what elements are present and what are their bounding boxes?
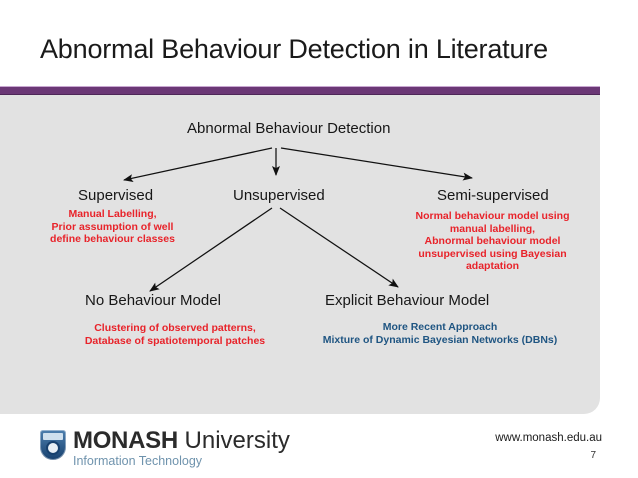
logo-secondary: University (184, 427, 290, 454)
logo-primary: MONASH (73, 427, 178, 454)
diagram-arrows (123, 147, 473, 292)
accent-bar (0, 86, 600, 95)
monash-crest-icon (40, 430, 66, 460)
content-panel (0, 95, 600, 414)
node-no-behaviour-model: No Behaviour Model (85, 292, 221, 309)
website-url: www.monash.edu.au (495, 432, 602, 444)
slide-footer: MONASH University Information Technology… (0, 414, 638, 478)
logo-subtitle: Information Technology (73, 454, 203, 468)
page-number: 7 (590, 450, 596, 461)
node-abnormal-behaviour-detection: Abnormal Behaviour Detection (187, 120, 391, 137)
logo-wordmark: MONASH University (73, 428, 290, 453)
node-unsupervised: Unsupervised (233, 187, 325, 204)
note-supervised: Manual Labelling,Prior assumption of wel… (50, 208, 175, 246)
logo-text: MONASH University Information Technology (73, 428, 290, 468)
page-title: Abnormal Behaviour Detection in Literatu… (40, 34, 548, 64)
hierarchy-diagram: Abnormal Behaviour Detection Supervised … (0, 95, 600, 414)
node-explicit-behaviour-model: Explicit Behaviour Model (325, 292, 490, 309)
node-supervised: Supervised (78, 187, 154, 204)
node-semi-supervised: Semi-supervised (437, 187, 549, 204)
note-no-behaviour-model: Clustering of observed patterns,Database… (84, 322, 266, 347)
monash-logo: MONASH University Information Technology (40, 428, 290, 468)
